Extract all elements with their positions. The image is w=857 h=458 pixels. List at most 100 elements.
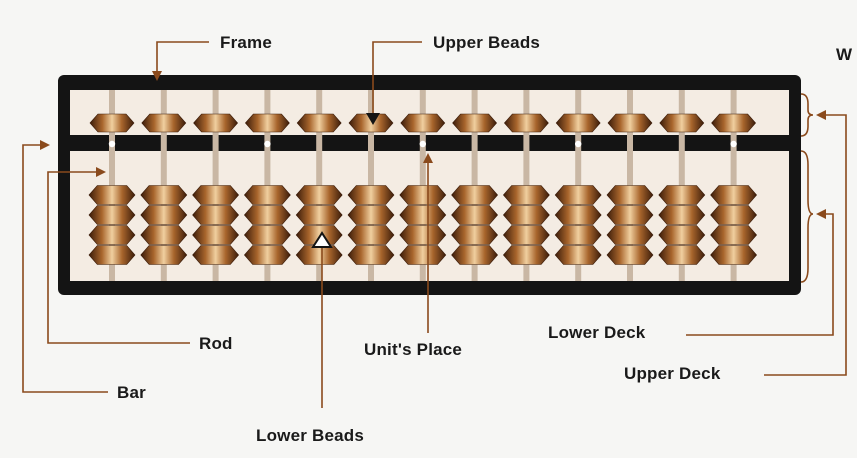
lower-bead [658, 185, 706, 205]
lower-bead [451, 205, 498, 225]
leader-lines [22, 41, 847, 408]
arrowheads [40, 71, 826, 219]
lower-bead [606, 205, 654, 225]
frame-arrowhead [152, 71, 162, 81]
lower-bead [399, 185, 447, 205]
lower-bead [192, 225, 239, 245]
lower-bead [451, 225, 498, 245]
upper-bead [296, 113, 342, 133]
lower-bead [554, 185, 602, 205]
lower-bead [554, 225, 602, 245]
lower-bead [658, 225, 706, 245]
abacus-bar [70, 138, 789, 149]
lower-bead [244, 185, 291, 205]
lower-bead [503, 245, 550, 265]
lower-bead [244, 205, 291, 225]
upper-bead [711, 113, 756, 133]
lower-bead [140, 225, 188, 245]
frame-label: Frame [220, 33, 273, 52]
lower-bead [88, 225, 136, 245]
lower-bead [295, 205, 343, 225]
unit-marker-dot [264, 140, 271, 148]
lower-deck-label: Lower Deck [548, 323, 646, 342]
lower-bead [192, 205, 239, 225]
upper-bead [659, 113, 705, 133]
lower-deck-leader-line [686, 213, 834, 336]
lower-bead [192, 185, 239, 205]
lower-bead [710, 245, 757, 265]
lower-bead [347, 185, 395, 205]
lower-bead [399, 245, 447, 265]
upper-deck-leader-line [764, 114, 847, 376]
lower-bead [347, 245, 395, 265]
lower-deck-arrowhead [816, 209, 826, 219]
upper-bead [400, 113, 446, 133]
frame-leader-line [156, 41, 209, 76]
rod-arrowhead [96, 167, 106, 177]
upper-bead [555, 113, 601, 133]
upper-deck-arrowhead [816, 110, 826, 120]
upper-bead [452, 113, 497, 133]
lower-bead [710, 205, 757, 225]
lower-bead [88, 245, 136, 265]
lower-bead [244, 245, 291, 265]
upper-bead [245, 113, 290, 133]
lower-bead [399, 225, 447, 245]
upper-bead [141, 113, 187, 133]
upper-bead [89, 113, 135, 133]
upper-beads-arrowhead [366, 113, 380, 125]
lower-bead [554, 245, 602, 265]
upper-deck-label: Upper Deck [624, 364, 721, 383]
upper-beads-leader-line [372, 41, 422, 118]
lower-bead [606, 245, 654, 265]
beads-group [88, 113, 757, 265]
lower-bead [88, 205, 136, 225]
lower-bead [140, 205, 188, 225]
unit-markers-group [108, 140, 737, 148]
upper-deck-brace [800, 93, 814, 137]
rod-leader-line [47, 171, 190, 344]
lower-beads-label: Lower Beads [256, 426, 365, 445]
lower-bead [554, 205, 602, 225]
lower-bead [140, 245, 188, 265]
unit-place-label: Unit's Place [364, 340, 463, 359]
unit-marker-dot [730, 140, 737, 148]
lower-bead [503, 205, 550, 225]
lower-bead [192, 245, 239, 265]
lower-bead [140, 185, 188, 205]
lower-bead [606, 225, 654, 245]
lower-bead [658, 245, 706, 265]
lower-bead [295, 185, 343, 205]
lower-bead [295, 225, 343, 245]
unit-marker-dot [108, 140, 116, 148]
lower-beads-arrowhead [311, 231, 333, 248]
cropped-label-fragment: W [836, 45, 853, 64]
lower-bead [710, 225, 757, 245]
upper-beads-label: Upper Beads [433, 33, 541, 52]
lower-bead [399, 205, 447, 225]
lower-bead [451, 185, 498, 205]
lower-bead [347, 225, 395, 245]
lower-bead [451, 245, 498, 265]
upper-bead [348, 113, 394, 133]
bar-leader-line [22, 144, 108, 393]
upper-bead [607, 113, 653, 133]
lower-bead [244, 225, 291, 245]
unit-marker-dot [419, 140, 426, 148]
lower-bead [710, 185, 757, 205]
rod-label: Rod [199, 334, 233, 353]
bar-arrowhead [40, 140, 50, 150]
unit-marker-dot [575, 140, 582, 148]
upper-bead [193, 113, 238, 133]
lower-bead [503, 185, 550, 205]
bar-label: Bar [117, 383, 146, 402]
lower-bead [295, 245, 343, 265]
unit-place-arrowhead [423, 153, 433, 163]
lower-bead [347, 205, 395, 225]
lower-bead [503, 225, 550, 245]
lower-bead [606, 185, 654, 205]
upper-bead [504, 113, 549, 133]
lower-bead [658, 205, 706, 225]
